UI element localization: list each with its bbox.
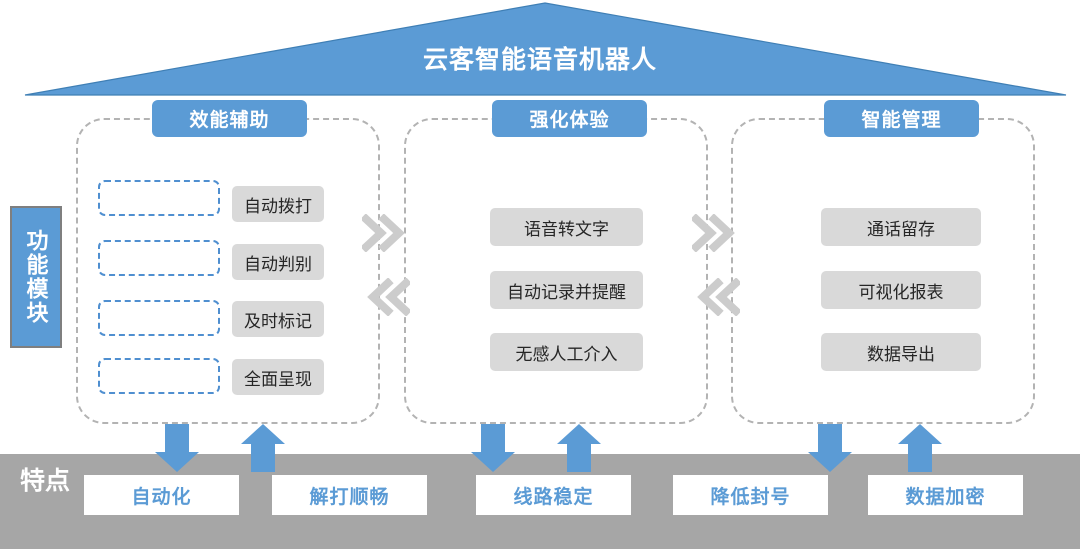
chevron-left-icon-1 xyxy=(367,278,410,316)
chevron-left-icon-2 xyxy=(697,278,740,316)
roof-shape xyxy=(24,2,1067,96)
feature-reduce-ban[interactable]: 降低封号 xyxy=(673,475,828,515)
chevron-right-icon-2 xyxy=(692,214,735,252)
section-header-efficiency[interactable]: 效能辅助 xyxy=(152,100,307,137)
features-label: 特点 xyxy=(19,467,70,495)
item-auto-record[interactable]: 自动记录并提醒 xyxy=(490,271,643,309)
item-data-export[interactable]: 数据导出 xyxy=(821,333,981,371)
item-full-present[interactable]: 全面呈现 xyxy=(232,359,324,395)
item-auto-dial[interactable]: 自动拨打 xyxy=(232,186,324,222)
feature-automation[interactable]: 自动化 xyxy=(84,475,239,515)
item-seamless-human[interactable]: 无感人工介入 xyxy=(490,333,643,371)
function-module-label: 功能模块 xyxy=(10,206,62,348)
placeholder-box-3[interactable] xyxy=(98,300,220,336)
item-timely-mark[interactable]: 及时标记 xyxy=(232,301,324,337)
item-speech-to-text[interactable]: 语音转文字 xyxy=(490,208,643,246)
item-call-retention[interactable]: 通话留存 xyxy=(821,208,981,246)
item-auto-judge[interactable]: 自动判别 xyxy=(232,244,324,280)
feature-data-encrypt[interactable]: 数据加密 xyxy=(868,475,1023,515)
function-module-label-text: 功能模块 xyxy=(23,229,49,325)
section-header-experience[interactable]: 强化体验 xyxy=(492,100,647,137)
feature-smooth-dial[interactable]: 解打顺畅 xyxy=(272,475,427,515)
placeholder-box-4[interactable] xyxy=(98,358,220,394)
feature-stable-line[interactable]: 线路稳定 xyxy=(476,475,631,515)
item-visual-report[interactable]: 可视化报表 xyxy=(821,271,981,309)
section-header-management[interactable]: 智能管理 xyxy=(824,100,979,137)
placeholder-box-2[interactable] xyxy=(98,240,220,276)
chevron-right-icon-1 xyxy=(362,214,405,252)
placeholder-box-1[interactable] xyxy=(98,180,220,216)
